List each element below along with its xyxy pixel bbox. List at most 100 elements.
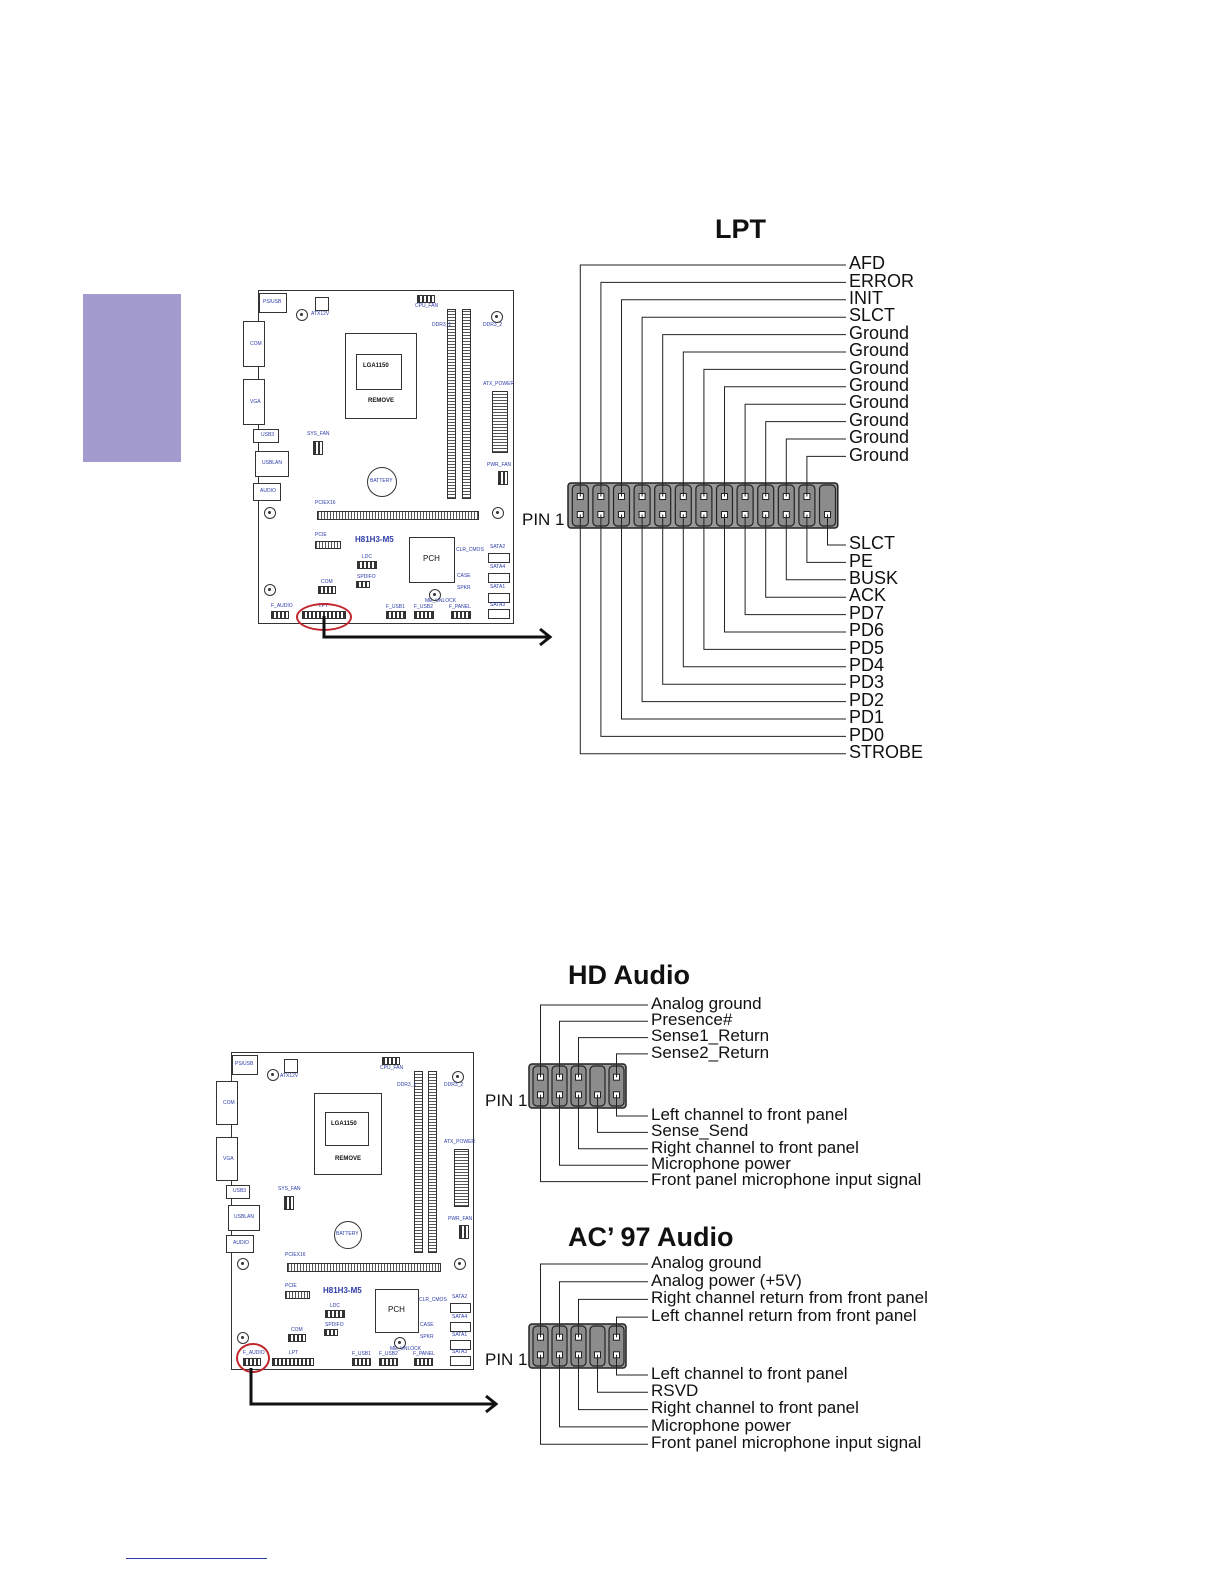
cpu-fan-label: CPU_FAN [380,1065,404,1071]
pin-label: Right channel to front panel [651,1137,859,1157]
leader-line [559,1020,648,1078]
leader-line [641,514,846,703]
case-label: CASE [457,573,471,579]
leader-line [540,1094,648,1183]
leader-line [641,316,846,497]
dimm-slot-2 [462,309,471,499]
sata1-port [488,593,510,603]
chapter-side-tab [83,294,181,462]
spdifo-label: SPDIFO [325,1322,344,1328]
f-usb1-label: F_USB1 [352,1351,371,1357]
me-unlock-label: ME_UNLOCK [390,1346,422,1352]
pin-label: Ground [849,357,910,378]
leader-line [703,368,846,497]
sata2-port [450,1303,471,1313]
leader-line [703,514,846,650]
leader-line [724,514,846,633]
spkr-label: SPKR [457,585,471,591]
lpt-title: LPT [715,214,766,244]
sata1-port [450,1340,471,1350]
dimm-slot-1 [447,309,456,499]
leader-line [559,1354,648,1428]
clr-cmos-label: CLR_CMOS [419,1297,447,1303]
pciex16-label: PCIEX16 [315,500,336,506]
mount-hole [452,1071,464,1083]
f-panel-header [451,611,471,619]
f-panel-label: F_PANEL [449,604,471,610]
pin-label: PD3 [849,672,885,693]
pwr-fan-header [498,471,508,485]
pcie-slot [285,1291,310,1299]
footer-rule [126,1558,267,1559]
mount-hole [237,1258,249,1270]
leader-line [827,514,846,546]
pin-label: PD7 [849,602,885,623]
lpt-header [272,1358,314,1366]
usb-lan-port: USBLAN [228,1205,260,1231]
pin-label: Left channel return from front panel [651,1305,917,1325]
pin-label: ACK [849,585,887,606]
pwr-fan-header [459,1225,469,1239]
f-panel-label: F_PANEL [413,1351,435,1357]
mount-hole [264,507,276,519]
pin-label: Front panel microphone input signal [651,1433,922,1452]
atx-power-label: ATX_POWER [483,381,515,387]
sata4-port [488,573,510,583]
pin-label: Analog ground [651,1252,762,1272]
sys-fan-label: SYS_FAN [307,431,330,437]
dimm-slot-2 [428,1071,437,1253]
leader-line [806,455,846,497]
lpt-label: LPT [289,1350,299,1356]
pin-label: PD2 [849,689,885,710]
leader-line [559,1281,648,1338]
ddr3-2-label: DDR3_2 [483,322,503,328]
pin-label: Right channel to front panel [651,1398,859,1418]
mount-hole [429,589,441,601]
leader-line [559,1094,648,1166]
pin-label: Sense2_Return [651,1042,770,1062]
leader-line [616,1354,648,1376]
lpt-pin1-label: PIN 1 [522,510,565,529]
leader-line [765,514,846,598]
vga-port: VGA [216,1137,238,1181]
pwr-fan-label: PWR_FAN [487,462,512,468]
pin-label: PD6 [849,620,885,641]
leader-line [621,299,846,497]
ldc-label: LDC [362,554,373,560]
battery: BATTERY [367,467,397,497]
audio-port: AUDIO [253,483,281,501]
sata2-port [488,553,510,563]
pin-label: PD5 [849,637,885,658]
leader-line [579,514,846,755]
pin-label: INIT [849,288,883,308]
mount-hole [394,1337,406,1349]
pin-label: Ground [849,444,910,465]
leader-line [540,1004,648,1078]
sys-fan-label: SYS_FAN [278,1186,301,1192]
sata2-label: SATA2 [452,1294,468,1300]
com-header [318,586,336,594]
atx12v-connector [284,1059,298,1073]
pin-label: ERROR [849,270,915,291]
pch-chip: PCH [409,537,455,583]
leader-line [682,351,846,497]
leader-line [662,514,846,685]
hd-audio-pin1-label: PIN 1 [485,1091,528,1110]
pin-label: Left channel to front panel [651,1363,848,1383]
sys-fan-header [313,441,323,455]
mount-hole [492,507,504,519]
f-usb1-header [386,611,406,619]
leader-line [621,514,846,720]
dimm-slot-1 [414,1071,423,1253]
sata1-label: SATA1 [490,584,506,590]
pciex16-slot [317,511,479,520]
ldc-label: LDC [330,1303,341,1309]
leader-line [578,1094,648,1150]
f-usb2-label: F_USB2 [414,604,433,610]
pin-label: Left channel to front panel [651,1104,848,1124]
sys-fan-header [284,1196,294,1210]
sata3-port [488,609,510,619]
cpu-socket: LGA1150 REMOVE [314,1093,382,1175]
cpu-fan-header [382,1057,400,1065]
